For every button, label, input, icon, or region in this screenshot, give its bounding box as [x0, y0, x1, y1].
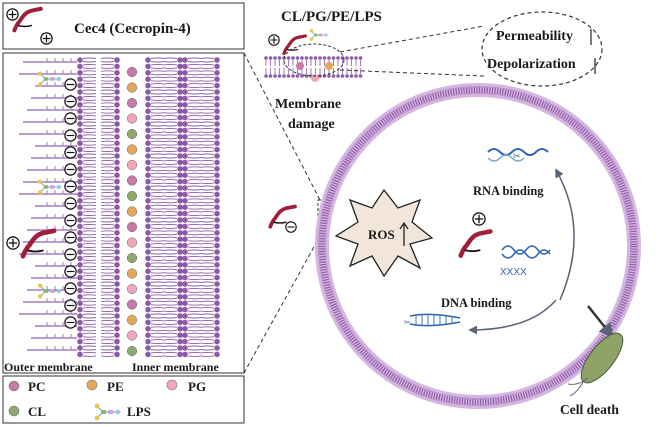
depolarization-label: Depolarization [487, 57, 576, 72]
plus-charge-icon [472, 212, 486, 226]
legend-pc: PC [28, 379, 45, 394]
increase-arrow-icon [399, 221, 409, 246]
pe-lipid [325, 62, 333, 70]
inner-membrane-label: Inner membrane [132, 360, 219, 374]
outer-membrane-label: Outer membrane [4, 360, 93, 374]
dna-binding-label: DNA binding [441, 296, 512, 310]
minus-charge-icon [285, 221, 297, 233]
peptide-helix-icon [282, 34, 307, 56]
pe-swatch [86, 379, 98, 391]
svg-text:✂: ✂ [404, 318, 411, 327]
legend-pg: PG [188, 379, 206, 394]
legend-cl: CL [28, 404, 46, 419]
rna-binding-label: RNA binding [473, 184, 544, 198]
ros-label: ROS [368, 227, 395, 242]
membrane-damage-line1: Membrane [275, 97, 341, 112]
pc-lipid [296, 62, 304, 70]
cell-membrane-lipids [319, 87, 637, 405]
plus-charge-icon [6, 236, 20, 250]
ros-burst: ROS [334, 188, 434, 278]
plus-charge-icon [268, 34, 280, 46]
peptide-title-box: Cec4 (Cecropin-4) [2, 2, 245, 50]
svg-text:XXXX: XXXX [500, 267, 527, 278]
pc-swatch [8, 380, 20, 392]
plus-charge-icon [6, 8, 19, 21]
pg-lipid [311, 74, 319, 82]
cl-swatch [8, 405, 20, 417]
membrane-zoom-panel: Outer membrane Inner membrane [2, 52, 245, 374]
lipid-title: CL/PG/PE/LPS [281, 9, 382, 25]
death-arrow [587, 305, 614, 339]
cell-death-label: Cell death [560, 402, 619, 417]
peptide-name: Cec4 (Cecropin-4) [74, 21, 191, 37]
cell-interior [329, 97, 627, 395]
legend-lps: LPS [127, 404, 151, 419]
svg-text:✂: ✂ [513, 151, 521, 161]
flow-arrow [468, 299, 557, 335]
legend: PC PE PG CL LPS [2, 375, 245, 424]
dna-strand: XXXX [500, 245, 551, 278]
membrane-damage-line2: damage [288, 117, 335, 132]
flow-arrow [555, 168, 575, 301]
rna-strand: ✂ [487, 148, 549, 162]
dna-ladder: ✂ [404, 313, 461, 327]
bacterial-cell [315, 83, 641, 409]
zoom-ellipse [283, 43, 345, 77]
membrane-damage-illustration: CL/PG/PE/LPS Membrane damage [264, 9, 485, 132]
plus-charge-icon [40, 32, 53, 45]
effects-callout: Permeability Depolarization [481, 11, 603, 87]
membrane-bilayers [19, 57, 220, 358]
dead-bacterium-icon [567, 332, 624, 397]
permeability-label: Permeability [496, 29, 573, 44]
legend-pe: PE [107, 379, 124, 394]
lps-icon [309, 28, 329, 42]
pg-swatch [166, 379, 178, 391]
